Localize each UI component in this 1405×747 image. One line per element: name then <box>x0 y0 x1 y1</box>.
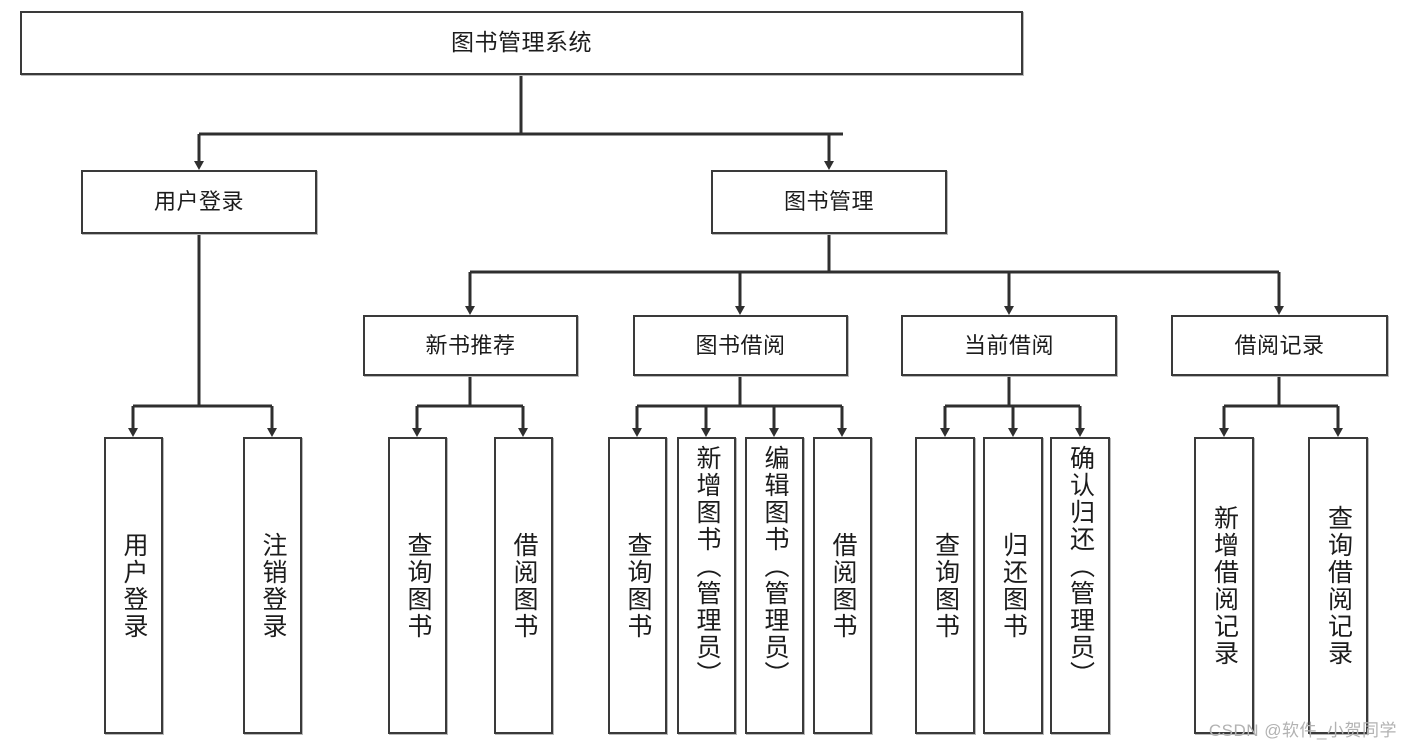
leaf-query-book-recommend[interactable]: 查询图书 <box>388 437 447 734</box>
node-book-borrow[interactable]: 图书借阅 <box>633 315 848 376</box>
leaf-query-book-borrow[interactable]: 查询图书 <box>608 437 667 734</box>
node-label: 查询图书 <box>404 531 432 640</box>
node-label: 图书借阅 <box>695 332 786 358</box>
node-label: 查询图书 <box>931 531 960 640</box>
node-label: 查询借阅记录 <box>1324 504 1353 667</box>
node-label: 当前借阅 <box>963 332 1054 358</box>
leaf-add-borrow-record[interactable]: 新增借阅记录 <box>1194 437 1254 734</box>
node-new-book-recommend[interactable]: 新书推荐 <box>363 315 578 376</box>
leaf-query-book-current[interactable]: 查询图书 <box>915 437 975 734</box>
node-label: 图书管理系统 <box>451 29 592 56</box>
leaf-borrow-book-recommend[interactable]: 借阅图书 <box>494 437 553 734</box>
node-user-login[interactable]: 用户登录 <box>81 170 317 234</box>
leaf-query-borrow-record[interactable]: 查询借阅记录 <box>1308 437 1368 734</box>
node-book-management[interactable]: 图书管理 <box>711 170 947 234</box>
node-label: 编辑图书（管理员） <box>761 445 789 688</box>
node-root-system[interactable]: 图书管理系统 <box>20 11 1023 75</box>
node-current-borrow[interactable]: 当前借阅 <box>901 315 1117 376</box>
node-label: 借阅图书 <box>510 531 538 640</box>
node-label: 用户登录 <box>120 531 148 640</box>
csdn-watermark: CSDN @软件_小贺同学 <box>1208 721 1397 740</box>
node-borrow-record[interactable]: 借阅记录 <box>1171 315 1388 376</box>
node-label: 注销登录 <box>259 531 287 640</box>
leaf-add-book-admin[interactable]: 新增图书（管理员） <box>677 437 736 734</box>
leaf-borrow-book[interactable]: 借阅图书 <box>813 437 872 734</box>
node-label: 新增图书（管理员） <box>693 445 721 688</box>
node-label: 借阅记录 <box>1234 332 1325 358</box>
leaf-confirm-return-admin[interactable]: 确认归还（管理员） <box>1050 437 1110 734</box>
node-label: 归还图书 <box>999 531 1028 640</box>
node-label: 新书推荐 <box>425 332 516 358</box>
node-label: 确认归还（管理员） <box>1066 445 1095 688</box>
leaf-user-login[interactable]: 用户登录 <box>104 437 163 734</box>
leaf-return-book[interactable]: 归还图书 <box>983 437 1043 734</box>
leaf-user-logout[interactable]: 注销登录 <box>243 437 302 734</box>
node-label: 借阅图书 <box>829 531 857 640</box>
leaf-edit-book-admin[interactable]: 编辑图书（管理员） <box>745 437 804 734</box>
node-label: 查询图书 <box>624 531 652 640</box>
node-label: 图书管理 <box>783 189 874 215</box>
node-label: 用户登录 <box>153 189 244 215</box>
node-label: 新增借阅记录 <box>1210 504 1239 667</box>
